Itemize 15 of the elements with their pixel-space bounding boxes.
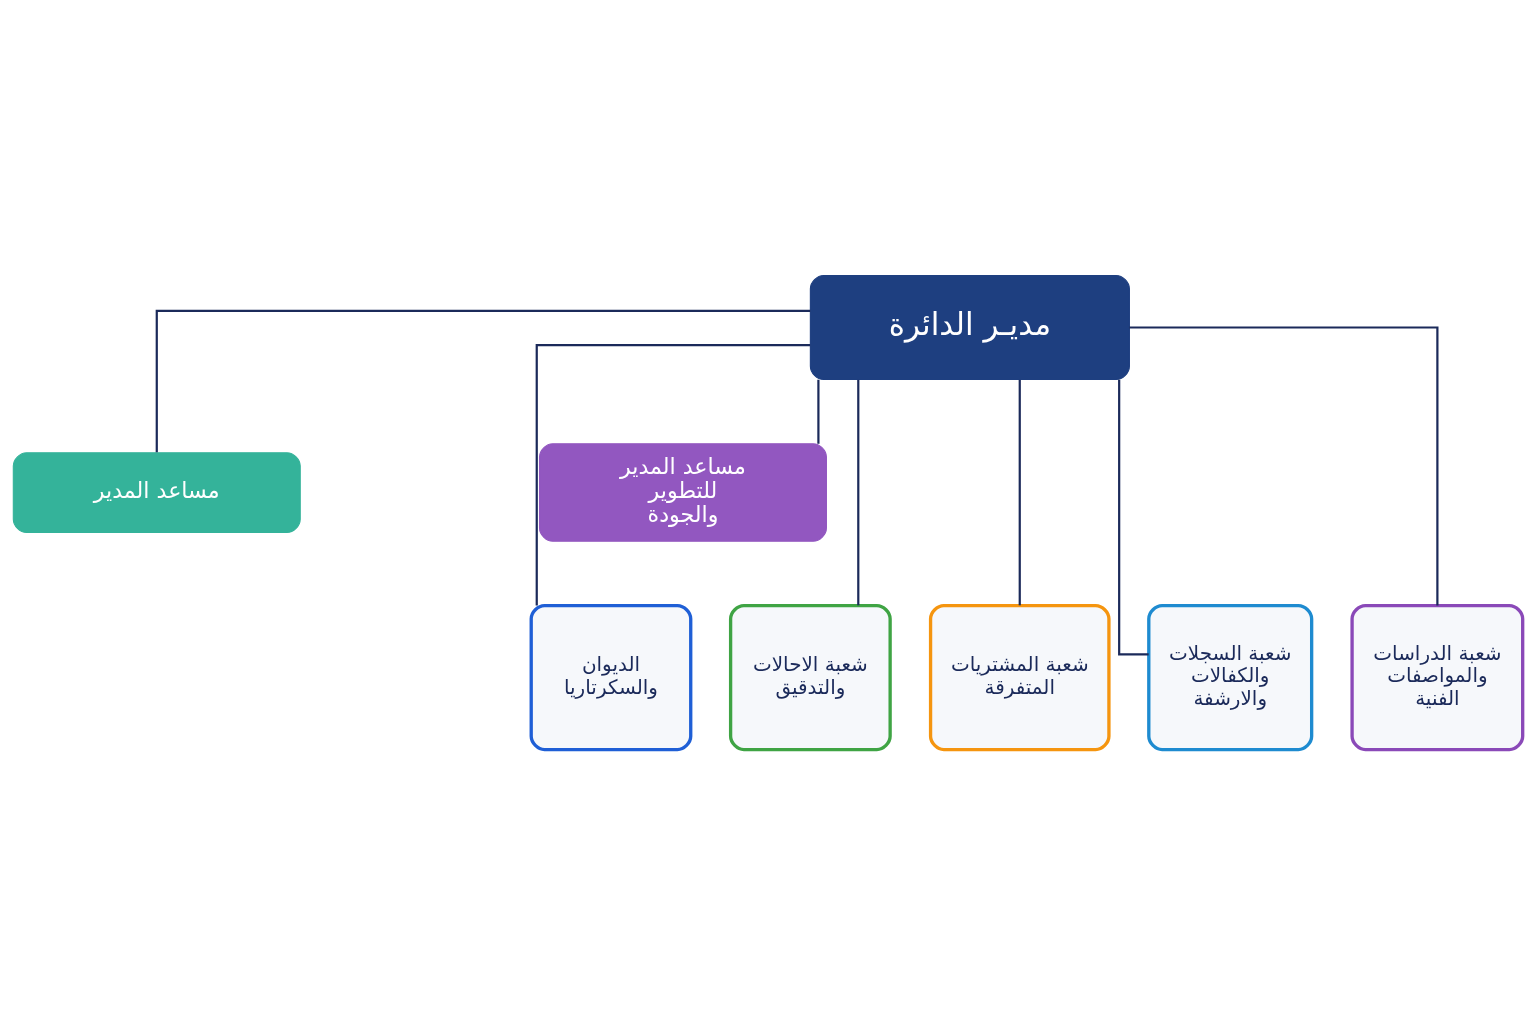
node-box: شعبة الدراسات والمواصفات الفنية (1350, 603, 1525, 751)
connector (817, 379, 820, 444)
connector (155, 309, 811, 452)
connector (857, 379, 860, 605)
connector (1118, 379, 1149, 655)
node-box: شعبة الاحالات والتدقيق (728, 603, 892, 751)
node-box: مساعد المدير (12, 451, 301, 533)
node-box: شعبة المشتريات المتفرقة (928, 603, 1111, 751)
node-box: شعبة السجلات والكفالات والارشفة (1147, 603, 1314, 751)
connector (535, 343, 811, 605)
node-box: مديـر الدائرة (809, 274, 1130, 380)
connector (1018, 379, 1021, 605)
node-box: الديوان والسكرتاريا (529, 603, 693, 751)
node-box: مساعد المدير للتطوير والجودة (538, 442, 827, 542)
connector (1129, 325, 1439, 605)
